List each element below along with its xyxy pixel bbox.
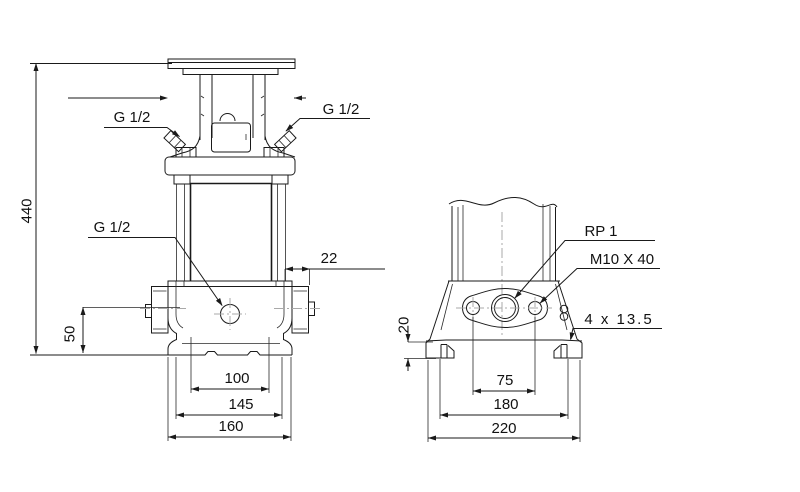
label-m10: M10 X 40 <box>539 251 660 304</box>
dim-220: 220 <box>427 360 581 442</box>
vent-left-label: G 1/2 <box>114 109 151 126</box>
dim-440: 440 <box>18 63 180 356</box>
dim-145: 145 <box>175 357 283 419</box>
port-right <box>291 286 309 334</box>
front-view: 440 <box>18 58 385 441</box>
dim-440-label: 440 <box>18 198 35 223</box>
base-view: RP 1 M10 X 40 4 x 13.5 20 <box>395 197 662 442</box>
dim-145-label: 145 <box>228 396 253 413</box>
label-vent-right: G 1/2 <box>285 101 370 132</box>
drain-label: G 1/2 <box>94 219 131 236</box>
dim-100-label: 100 <box>224 370 249 387</box>
clip-detail <box>559 304 569 321</box>
dim-22-label: 22 <box>321 250 338 267</box>
dim-20-label: 20 <box>395 317 412 334</box>
port-left <box>151 286 169 334</box>
label-rp1: RP 1 <box>514 223 655 299</box>
dim-180-label: 180 <box>493 396 518 413</box>
pump-base-side <box>425 280 583 359</box>
dim-50: 50 <box>61 307 180 353</box>
dim-160: 160 <box>167 357 292 441</box>
foot-holes-label: 4 x 13.5 <box>584 311 653 328</box>
m10-label: M10 X 40 <box>590 251 654 268</box>
dim-75: 75 <box>472 317 536 395</box>
label-drain: G 1/2 <box>88 219 223 306</box>
dim-100: 100 <box>190 337 270 393</box>
label-foot-holes: 4 x 13.5 <box>569 311 662 341</box>
dim-160-label: 160 <box>218 418 243 435</box>
rp1-label: RP 1 <box>584 223 617 240</box>
dim-180: 180 <box>439 359 569 419</box>
dim-20: 20 <box>395 317 436 371</box>
motor-stool <box>167 58 296 158</box>
label-vent-left: G 1/2 <box>104 109 180 137</box>
dim-220-label: 220 <box>491 420 516 437</box>
dim-head-width <box>68 95 306 101</box>
pump-head-flange <box>164 156 296 176</box>
vent-right-label: G 1/2 <box>323 101 360 118</box>
dim-22: 22 <box>284 250 385 285</box>
staybolts-and-sleeve <box>173 174 289 281</box>
dim-75-label: 75 <box>497 372 514 389</box>
pump-sleeve-broken <box>448 197 558 336</box>
pump-base-front <box>140 280 322 356</box>
dim-50-label: 50 <box>61 326 78 343</box>
